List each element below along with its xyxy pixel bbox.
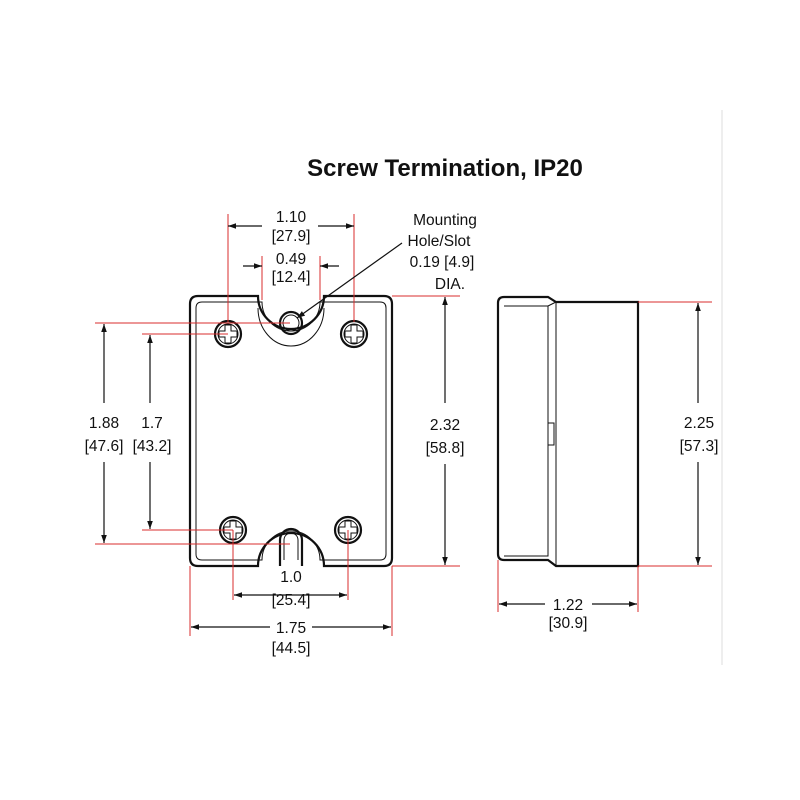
dim-top-hole-span-value: 1.10: [276, 209, 307, 226]
mounting-note-line-2: Hole/Slot: [408, 233, 472, 250]
mounting-note-line-4: DIA.: [435, 276, 465, 293]
dim-left-outer-value: 1.88: [89, 415, 119, 432]
bottom-slot-inner: [283, 532, 299, 560]
dim-bottom-hole-span-value: 1.0: [280, 569, 302, 586]
side-body-outline: [496, 295, 640, 568]
extension-lines: [95, 214, 712, 636]
dimension-lines: [101, 223, 701, 630]
screw-top-right-icon: [339, 319, 369, 349]
side-latch: [547, 422, 555, 446]
front-body-outline: [188, 294, 394, 568]
dim-bottom-hole-span-metric: [25.4]: [272, 592, 311, 609]
dim-side-depth-metric: [30.9]: [549, 615, 588, 632]
front-body-inner-outline: [195, 301, 387, 561]
mounting-note-line-1: Mounting: [413, 212, 477, 229]
dim-body-height-value: 2.32: [430, 417, 460, 434]
dim-left-outer-metric: [47.6]: [85, 438, 124, 455]
dim-side-height-metric: [57.3]: [680, 438, 719, 455]
top-slot-recess: [257, 307, 325, 347]
drawing-title: Screw Termination, IP20: [307, 155, 583, 182]
mounting-note-line-3: 0.19 [4.9]: [410, 254, 475, 271]
dim-left-inner-metric: [43.2]: [133, 438, 172, 455]
dim-slot-width-value: 0.49: [276, 251, 306, 268]
dim-overall-width-metric: [44.5]: [272, 640, 311, 657]
side-view: [496, 295, 640, 568]
dimension-labels: 1.10 [27.9] 0.49 [12.4] 1.88 [47.6] 1.7 …: [85, 209, 719, 657]
dim-slot-width-metric: [12.4]: [272, 269, 311, 286]
dim-left-inner-value: 1.7: [141, 415, 163, 432]
dim-overall-width-value: 1.75: [276, 620, 306, 637]
bottom-mounting-slot: [278, 527, 304, 566]
side-inner-edge: [504, 305, 549, 557]
dim-side-depth-value: 1.22: [553, 597, 583, 614]
front-view: [188, 294, 394, 568]
dim-side-height-value: 2.25: [684, 415, 714, 432]
dim-top-hole-span-metric: [27.9]: [272, 228, 311, 245]
mounting-note: Mounting Hole/Slot 0.19 [4.9] DIA.: [408, 212, 477, 293]
dim-body-height-metric: [58.8]: [426, 440, 465, 457]
